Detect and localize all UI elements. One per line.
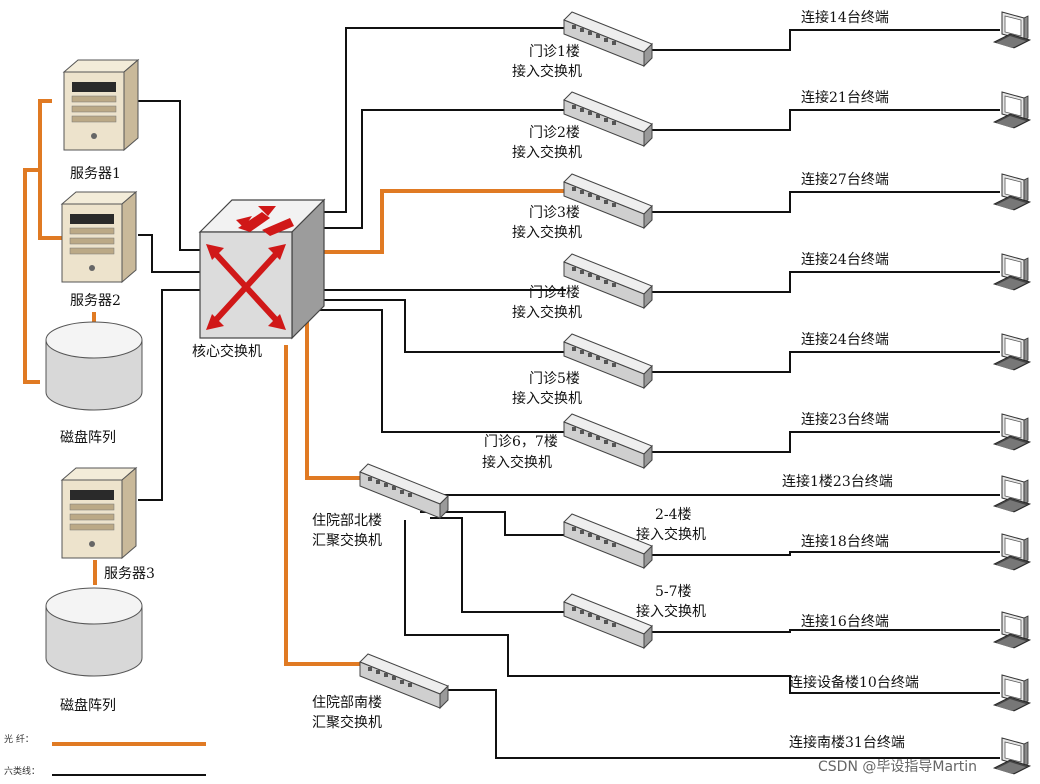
core-switch-label: 核心交换机	[192, 343, 262, 360]
server-1: 服务器1	[63, 59, 139, 182]
access-switch-4-line1: 门诊4楼	[529, 285, 580, 301]
disk-array-icon	[45, 321, 143, 411]
north-aggregation-line2: 汇聚交换机	[312, 532, 382, 549]
terminal-label-south: 连接南楼31台终端	[789, 734, 905, 751]
terminal-label-north: 连接1楼23台终端	[782, 473, 893, 490]
north-access-1-line2: 接入交换机	[636, 526, 706, 543]
legend: 光 纤： 六类线：	[4, 733, 206, 777]
disk-array-1-label: 磁盘阵列	[60, 429, 116, 446]
terminal-label-a1: 连接14台终端	[801, 9, 889, 26]
access-switch-3-line1: 门诊3楼	[529, 205, 580, 221]
north-aggregation-switch: 住院部北楼 汇聚交换机	[312, 463, 449, 549]
north-access-switch-1: 2-4楼 接入交换机	[563, 507, 706, 569]
terminal-label-a3: 连接27台终端	[801, 171, 889, 188]
terminal-label-a6: 连接23台终端	[801, 411, 889, 428]
server-icon	[61, 191, 137, 283]
server-2-label: 服务器2	[70, 293, 121, 309]
fiber-links	[23, 99, 566, 666]
server-2: 服务器2	[61, 191, 137, 309]
server-icon	[63, 59, 139, 151]
access-switch-5-line1: 门诊5楼	[529, 371, 580, 387]
north-access-2-line2: 接入交换机	[636, 603, 706, 620]
watermark: CSDN @毕设指导Martin	[818, 759, 977, 775]
disk-array-icon	[45, 587, 143, 677]
access-switch-2-line2: 接入交换机	[512, 144, 582, 161]
access-switch-5: 门诊5楼 接入交换机	[512, 333, 653, 407]
access-switch-3: 门诊3楼 接入交换机	[512, 173, 653, 241]
access-switch-4: 门诊4楼 接入交换机	[512, 253, 653, 321]
server-3-label: 服务器3	[104, 566, 155, 582]
access-switch-2-line1: 门诊2楼	[529, 125, 580, 141]
access-switch-2: 门诊2楼 接入交换机	[512, 91, 653, 161]
north-access-1-line1: 2-4楼	[655, 507, 692, 523]
terminal-label-n2: 连接16台终端	[801, 613, 889, 630]
terminal-label-n1: 连接18台终端	[801, 533, 889, 550]
server-3: 服务器3	[61, 467, 155, 582]
access-switch-6: 门诊6，7楼 接入交换机	[482, 413, 653, 471]
switch-icon	[359, 463, 449, 519]
south-aggregation-line2: 汇聚交换机	[312, 714, 382, 731]
access-switch-6-line1: 门诊6，7楼	[484, 434, 558, 450]
terminal-label-a5: 连接24台终端	[801, 331, 889, 348]
terminal-label-equipment: 连接设备楼10台终端	[789, 674, 919, 691]
access-switch-6-line2: 接入交换机	[482, 454, 552, 471]
south-aggregation-switch: 住院部南楼 汇聚交换机	[312, 653, 449, 731]
core-switch-icon	[198, 198, 326, 340]
terminal-labels: 连接14台终端 连接21台终端 连接27台终端 连接24台终端 连接24台终端 …	[782, 9, 919, 751]
access-switch-5-line2: 接入交换机	[512, 390, 582, 407]
switch-icon	[563, 593, 653, 649]
terminal-label-a4: 连接24台终端	[801, 251, 889, 268]
disk-array-1: 磁盘阵列	[45, 321, 143, 446]
terminals	[993, 11, 1031, 775]
north-access-2-line1: 5-7楼	[655, 584, 692, 600]
north-access-switch-2: 5-7楼 接入交换机	[563, 584, 706, 649]
server-1-label: 服务器1	[70, 166, 121, 182]
disk-array-2: 磁盘阵列	[45, 587, 143, 714]
legend-cat6-label: 六类线：	[4, 765, 40, 777]
access-switch-1-line1: 门诊1楼	[529, 44, 580, 60]
disk-array-2-label: 磁盘阵列	[60, 697, 116, 714]
access-switch-1: 门诊1楼 接入交换机	[512, 11, 653, 80]
switch-icon	[563, 413, 653, 469]
north-aggregation-line1: 住院部北楼	[312, 513, 382, 529]
access-switch-4-line2: 接入交换机	[512, 304, 582, 321]
legend-fiber-label: 光 纤：	[4, 733, 34, 745]
south-aggregation-line1: 住院部南楼	[312, 695, 382, 711]
server-icon	[61, 467, 137, 559]
core-switch: 核心交换机	[192, 198, 326, 360]
computer-icon	[993, 737, 1031, 775]
terminal-label-a2: 连接21台终端	[801, 89, 889, 106]
access-switch-3-line2: 接入交换机	[512, 224, 582, 241]
access-switch-1-line2: 接入交换机	[512, 63, 582, 80]
